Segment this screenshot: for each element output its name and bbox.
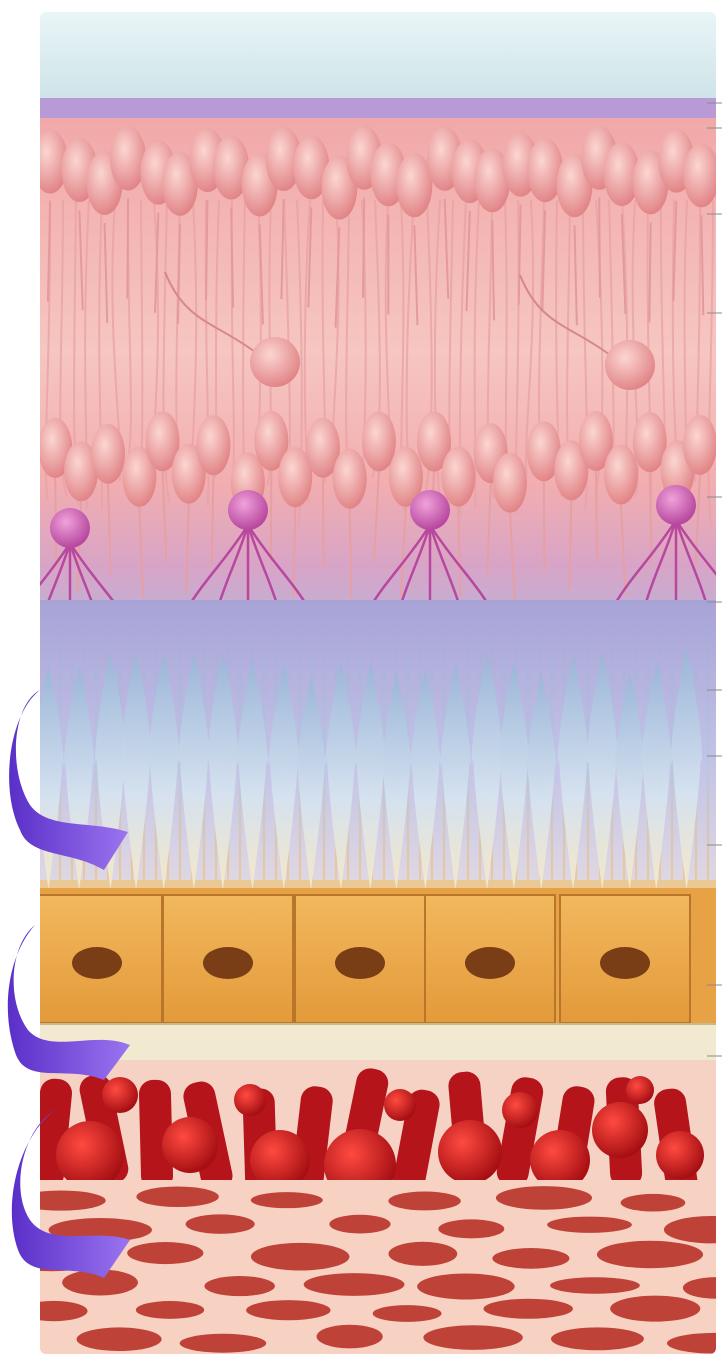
capillary-lumen: [102, 1077, 138, 1113]
rod: [709, 610, 719, 880]
bipolar-cell: [91, 424, 125, 484]
choroid-vessel: [329, 1215, 390, 1234]
ganglion-axon: [649, 222, 650, 322]
displaced-cell: [250, 337, 300, 387]
choroid-vessel: [127, 1242, 203, 1264]
choroid-vessel: [317, 1325, 383, 1349]
choroid-vessel: [180, 1334, 267, 1353]
nerve-fiber-layer: [40, 98, 716, 120]
choroid: [30, 1180, 720, 1354]
choroid-vessel: [492, 1248, 569, 1269]
choroid-vessel: [547, 1217, 632, 1233]
choroid-vessel: [610, 1296, 700, 1322]
choroid-vessel: [550, 1277, 640, 1294]
cone-cells: [33, 650, 702, 890]
capillary-lumen: [626, 1076, 654, 1104]
choroid-vessel: [373, 1305, 442, 1322]
capillary-lumen: [592, 1102, 648, 1158]
choroid-vessel: [136, 1186, 218, 1207]
bipolar-cell: [441, 446, 475, 506]
ganglion-axon: [363, 198, 364, 298]
choroid-vessel: [597, 1241, 703, 1268]
choroid-vessel: [496, 1186, 592, 1210]
choroid-vessel: [77, 1327, 162, 1351]
choroid-vessel: [417, 1273, 515, 1299]
bipolar-cell: [493, 453, 527, 513]
amacrine-cell: [410, 490, 450, 530]
bipolar-process: [544, 481, 545, 571]
capillary-lumen: [384, 1089, 416, 1121]
bruchs-membrane: [30, 1024, 720, 1062]
displaced-cell: [605, 340, 655, 390]
choroid-vessel: [246, 1300, 330, 1320]
rpe-nucleus: [203, 947, 253, 979]
capillary-lumen: [234, 1084, 266, 1116]
choroid-vessel: [204, 1276, 274, 1296]
choroid-vessel: [136, 1301, 204, 1319]
ganglion-axon: [599, 198, 600, 298]
choroid-vessel: [388, 1192, 460, 1211]
bipolar-cell: [196, 415, 230, 475]
rpe-cells: [32, 895, 690, 1023]
ganglion-cell: [683, 143, 719, 207]
choroid-vessel: [388, 1242, 457, 1266]
ganglion-axon: [127, 198, 128, 298]
choroid-vessel: [251, 1192, 323, 1208]
choroid-vessel: [438, 1219, 504, 1238]
ganglion-axon: [206, 200, 207, 300]
choroid-vessel: [483, 1299, 572, 1319]
rpe-nucleus: [72, 947, 122, 979]
ganglion-cell: [110, 126, 146, 190]
bipolar-cell: [362, 411, 396, 471]
bipolar-process: [323, 478, 324, 568]
choroid-vessel: [621, 1194, 686, 1212]
choroid-vessel: [186, 1214, 255, 1234]
rpe-nucleus: [600, 947, 650, 979]
capillary-lumen: [502, 1092, 538, 1128]
amacrine-cell: [228, 490, 268, 530]
amacrine-cell: [656, 485, 696, 525]
choroid-vessel: [304, 1273, 405, 1296]
choroid-vessel: [251, 1243, 350, 1271]
bipolar-cell: [333, 449, 367, 509]
bipolar-process: [596, 471, 597, 561]
inner-limiting-membrane: [40, 12, 716, 102]
choroid-vessel: [551, 1327, 644, 1350]
rpe-nucleus: [335, 947, 385, 979]
bipolar-cell: [683, 415, 717, 475]
choroid-vessel: [20, 1301, 87, 1321]
amacrine-cell: [50, 508, 90, 548]
rpe-nucleus: [465, 947, 515, 979]
choroid-vessel: [423, 1325, 522, 1350]
bipolar-cell: [604, 444, 638, 504]
capillary-lumen: [438, 1120, 502, 1184]
capillary-lumen: [56, 1121, 124, 1189]
capillary-lumen: [162, 1117, 218, 1173]
capillary-lumen: [656, 1131, 704, 1179]
choroid-vessel: [16, 1191, 106, 1211]
